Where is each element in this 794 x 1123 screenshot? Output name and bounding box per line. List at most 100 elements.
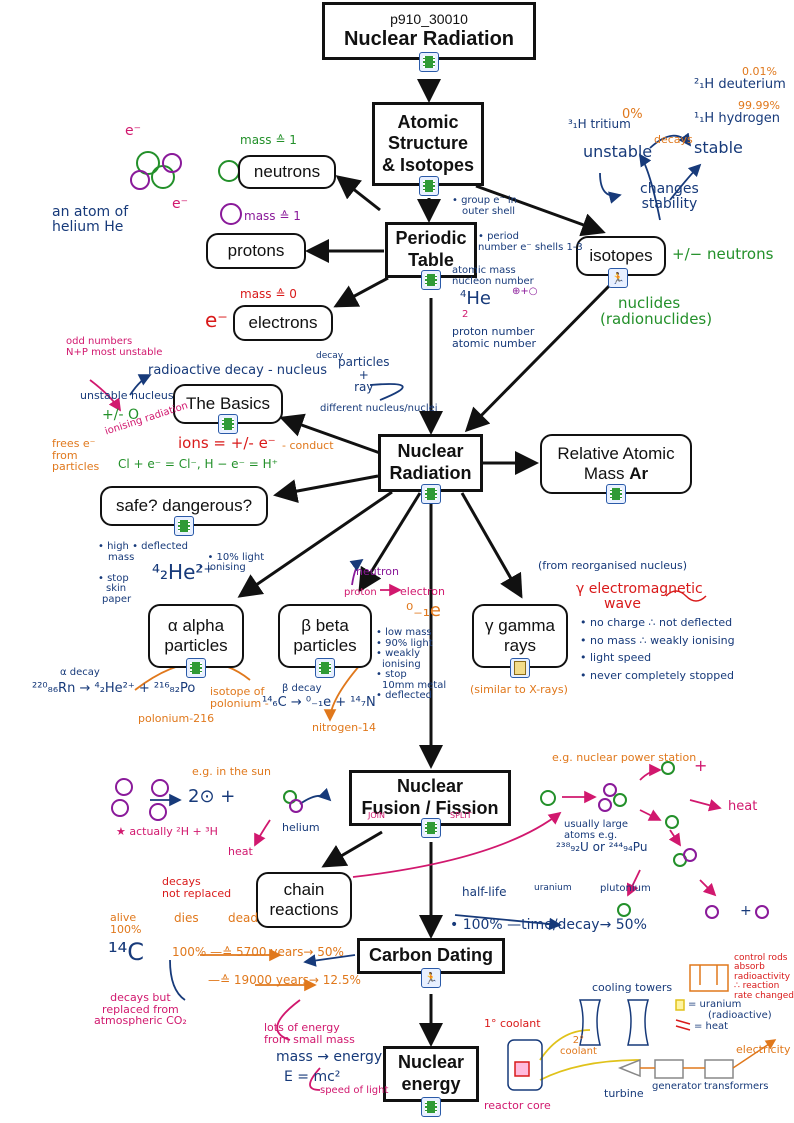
label-line: particles — [164, 636, 228, 655]
note-generator: generator — [652, 1081, 702, 1092]
note-high: • high — [98, 541, 129, 552]
note-power-station: e.g. nuclear power station — [552, 751, 697, 764]
film-icon[interactable] — [421, 484, 441, 504]
note-decays-not-replaced: decays not replaced — [162, 876, 231, 899]
note-line: from small mass — [264, 1032, 355, 1046]
film-icon[interactable] — [421, 270, 441, 290]
label-mass: Mass — [583, 464, 625, 483]
note-hydrogen: ¹₁H hydrogen — [694, 111, 781, 126]
note-line: outer shell — [462, 205, 516, 217]
note-gamma-origin: (from reorganised nucleus) — [538, 559, 688, 572]
link-radiation-safe — [273, 474, 379, 503]
note-actually: ★ actually ²H + ³H — [116, 825, 218, 838]
link-atomic-neutrons — [335, 175, 381, 212]
note-line: nucleon number — [452, 275, 534, 287]
note-line: radioactivity — [734, 971, 791, 982]
note-decays: decays — [654, 133, 693, 146]
link-atomic-isotopes — [475, 184, 606, 237]
note-sun: e.g. in the sun — [192, 765, 271, 778]
note-decay-5700: 100% —≙ 5700 years→ 50% — [172, 945, 344, 959]
note-helium: helium — [52, 218, 100, 235]
note-emc2: E = mc² — [284, 1069, 341, 1085]
note-period: • period number e⁻ shells 1-3 — [478, 231, 583, 253]
node-protons[interactable]: protons — [206, 233, 306, 269]
note-line: an atom of — [52, 204, 129, 220]
link-periodic-electrons — [333, 276, 389, 308]
note-unstable: unstable — [583, 142, 653, 161]
film-icon[interactable] — [606, 484, 626, 504]
node-alpha-particles[interactable]: α alpha particles — [148, 604, 244, 668]
running-person-icon[interactable]: 🏃 — [421, 968, 441, 988]
note-pct-9999: 99.99% — [738, 99, 780, 112]
note-electron: e⁻ — [172, 196, 189, 212]
note-line: • weakly — [376, 648, 421, 659]
note-beta-label: β decay — [282, 683, 322, 694]
note-line: control rods — [734, 953, 788, 963]
note-cooling-towers: cooling towers — [592, 981, 673, 994]
note-line: atoms e.g. — [564, 829, 618, 841]
note-ions: ions = +/- e⁻ — [178, 434, 276, 452]
note-polonium: isotope of polonium - polonium-216 — [138, 686, 269, 725]
film-icon[interactable] — [315, 658, 335, 678]
label: neutrons — [253, 161, 321, 181]
note-speed-light: speed of light — [320, 1085, 389, 1096]
note-line: decays but — [110, 991, 171, 1004]
film-icon[interactable] — [186, 658, 206, 678]
node-nuclear-energy[interactable]: Nuclear energy — [383, 1046, 479, 1102]
map-title: Nuclear Radiation — [343, 28, 515, 51]
note-line: • low mass — [376, 627, 432, 638]
note-line: 2° — [572, 1035, 585, 1046]
note-line: N+P most unstable — [66, 346, 163, 358]
node-chain-reactions[interactable]: chain reactions — [256, 872, 352, 928]
note-line: particles — [52, 460, 100, 474]
note-deuterium: ²₁H deuterium — [694, 77, 786, 92]
node-gamma-rays[interactable]: γ gamma rays — [472, 604, 568, 668]
film-icon[interactable] — [421, 1097, 441, 1117]
note-line: 100% — [110, 922, 142, 936]
note-line: wave — [604, 595, 641, 612]
note-decays-but: decays but replaced from atmospheric CO₂ — [94, 992, 187, 1027]
note-he: He — [466, 288, 491, 309]
note-beta-e: ⁰₋₁e — [406, 600, 442, 621]
running-person-icon[interactable]: 🏃 — [608, 268, 628, 288]
node-neutrons[interactable]: neutrons — [238, 155, 336, 189]
note-electron: e⁻ — [125, 123, 142, 139]
note-line: rate changed — [734, 990, 794, 1001]
film-icon[interactable] — [421, 818, 441, 838]
note-join: JOIN — [368, 811, 385, 820]
node-safe-dangerous[interactable]: safe? dangerous? — [100, 486, 268, 526]
document-icon[interactable] — [510, 658, 530, 678]
note-electricity: electricity — [736, 1043, 791, 1056]
note-gamma-props: • no charge ∴ not deflected • no mass ∴ … — [580, 614, 735, 684]
note-radioactive-decay: radioactive decay - nucleus — [148, 363, 328, 378]
power-station-sketch — [507, 590, 777, 1091]
note-line: ⊕+○ — [512, 286, 538, 297]
note-uranium: uranium — [534, 883, 572, 893]
note-line: odd numbers — [66, 336, 133, 347]
note-line: • high • deflected — [98, 541, 264, 553]
note-group: • group e⁻ in outer shell — [452, 195, 518, 217]
label-line: Structure — [387, 133, 468, 154]
note-line: skin — [106, 583, 127, 594]
note-usually-large: usually large atoms e.g. ²³⁸₉₂U or ²⁴⁴₉₄… — [556, 819, 647, 854]
film-icon[interactable] — [218, 414, 238, 434]
film-icon[interactable] — [419, 52, 439, 72]
label-line: Radiation — [389, 463, 472, 483]
note-mass-electron: mass ≙ 0 — [240, 287, 297, 301]
note-line: = uranium — [688, 999, 742, 1010]
note-line: + — [358, 367, 369, 382]
node-isotopes[interactable]: isotopes — [576, 236, 666, 276]
note-line: • stop — [376, 669, 407, 680]
note-changes-stability: changes stability — [640, 182, 699, 211]
node-electrons[interactable]: electrons — [233, 305, 333, 341]
note-line: atomic mass — [452, 265, 516, 276]
node-beta-particles[interactable]: β beta particles — [278, 604, 372, 668]
node-atomic-structure[interactable]: Atomic Structure & Isotopes — [372, 102, 484, 186]
note-line: • period — [478, 231, 519, 242]
film-icon[interactable] — [419, 176, 439, 196]
note-he-symbol: 4He — [460, 288, 491, 309]
label: Carbon Dating — [369, 945, 493, 966]
film-icon[interactable] — [174, 516, 194, 536]
note-line: • group e⁻ in — [452, 195, 518, 206]
label-line: Mass Ar — [584, 464, 648, 484]
